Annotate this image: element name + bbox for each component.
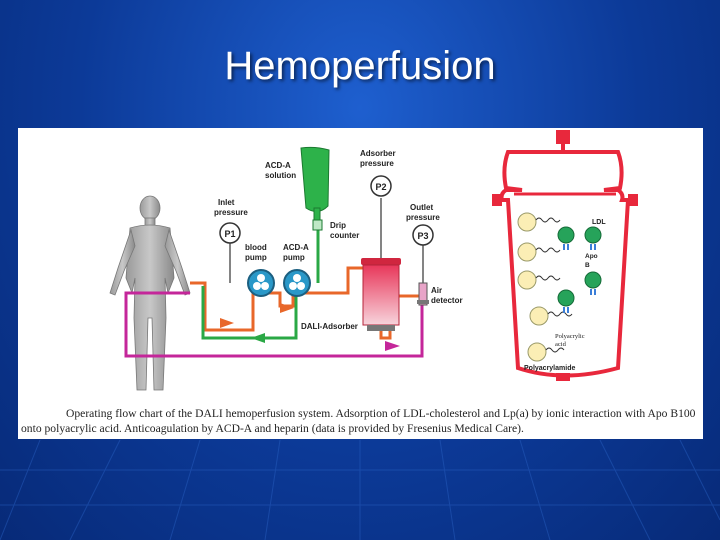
dali-adsorber	[361, 198, 401, 331]
particle	[517, 212, 537, 232]
label-apo-b-2: B	[585, 262, 590, 269]
particle	[517, 242, 537, 262]
apo-b-particle	[557, 226, 575, 244]
label-outlet-pressure-1: Outlet	[410, 203, 433, 212]
blood-pump	[247, 269, 275, 297]
flow-arrow-1	[220, 318, 234, 328]
label-ldl: LDL	[592, 219, 606, 226]
label-adsorber-pressure-1: Adsorber	[360, 149, 396, 158]
label-acd-solution-2: solution	[265, 171, 296, 180]
label-polyacrylamide: Polyacrylamide	[524, 365, 575, 372]
label-drip-counter-1: Drip	[330, 221, 346, 230]
air-detector	[417, 282, 429, 306]
slide-title: Hemoperfusion	[224, 44, 496, 88]
particle	[529, 306, 549, 326]
apo-b-particle	[557, 289, 575, 307]
label-air-detector-2: detector	[431, 296, 463, 305]
label-polyacrylic-1: Polyacrylic	[555, 333, 585, 340]
pressure-gauge-p1: P1	[219, 222, 241, 283]
flow-arrow-2	[280, 303, 294, 313]
adsorber-cartridge: LDL Apo B Polyacrylic acid Polyacrylamid…	[492, 130, 638, 381]
label-blood-pump-1: blood	[245, 243, 267, 252]
particle	[527, 342, 547, 362]
acd-arrow	[251, 333, 265, 343]
pressure-gauge-p2: P2	[370, 175, 392, 197]
p2-label: P2	[375, 182, 386, 192]
figure-caption: Operating flow chart of the DALI hemoper…	[21, 407, 696, 435]
p1-label: P1	[224, 229, 235, 239]
label-outlet-pressure-2: pressure	[406, 213, 440, 222]
label-acd-pump-1: ACD-A	[283, 243, 309, 252]
label-adsorber-pressure-2: pressure	[360, 159, 394, 168]
flow-diagram: P2 P1 P3 ACD-A solution Adsorber pressur…	[109, 130, 638, 391]
human-figure	[109, 195, 191, 391]
particle	[517, 270, 537, 290]
apo-b-particle	[584, 271, 602, 289]
figure-panel: P2 P1 P3 ACD-A solution Adsorber pressur…	[18, 128, 703, 439]
label-air-detector-1: Air	[431, 286, 442, 295]
return-arrow	[385, 341, 400, 351]
label-dali-adsorber: DALI-Adsorber	[301, 322, 358, 331]
apo-b-particle	[584, 226, 602, 244]
label-drip-counter-2: counter	[330, 231, 359, 240]
acd-pump	[283, 269, 311, 297]
return-line	[124, 286, 424, 358]
label-inlet-pressure-2: pressure	[214, 208, 248, 217]
label-inlet-pressure-1: Inlet	[218, 198, 235, 207]
label-acd-solution-1: ACD-A	[265, 161, 291, 170]
p3-label: P3	[417, 231, 428, 241]
label-acd-pump-2: pump	[283, 253, 305, 262]
label-blood-pump-2: pump	[245, 253, 267, 262]
label-polyacrylic-2: acid	[555, 341, 567, 348]
label-apo-b-1: Apo	[585, 253, 598, 260]
acd-bag	[300, 146, 330, 231]
